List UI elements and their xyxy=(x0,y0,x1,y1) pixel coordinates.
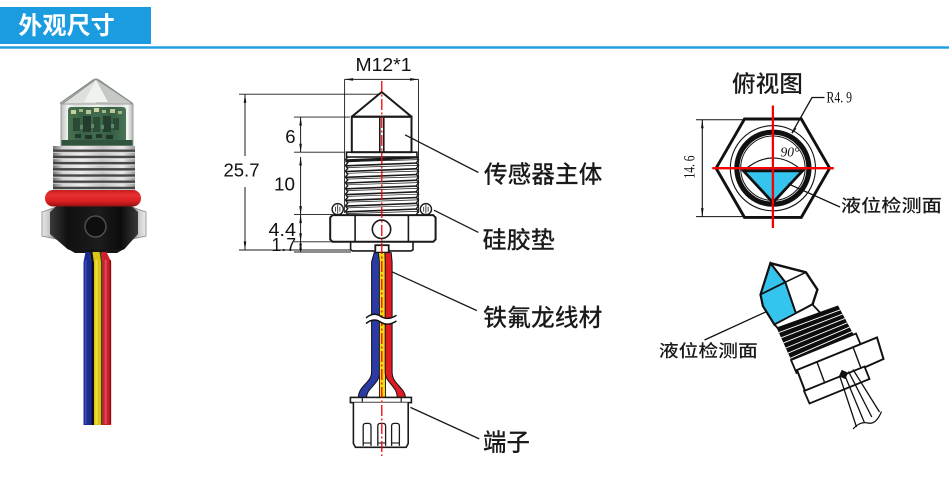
svg-text:4.4: 4.4 xyxy=(269,219,297,240)
svg-text:14. 6: 14. 6 xyxy=(682,155,699,178)
svg-text:1.7: 1.7 xyxy=(272,234,297,255)
svg-text:M12*1: M12*1 xyxy=(356,55,412,75)
svg-text:10: 10 xyxy=(274,174,295,195)
svg-text:6: 6 xyxy=(285,126,295,147)
svg-text:25.7: 25.7 xyxy=(223,160,259,181)
svg-text:R4. 9: R4. 9 xyxy=(827,90,853,107)
svg-text:90°: 90° xyxy=(781,145,801,160)
